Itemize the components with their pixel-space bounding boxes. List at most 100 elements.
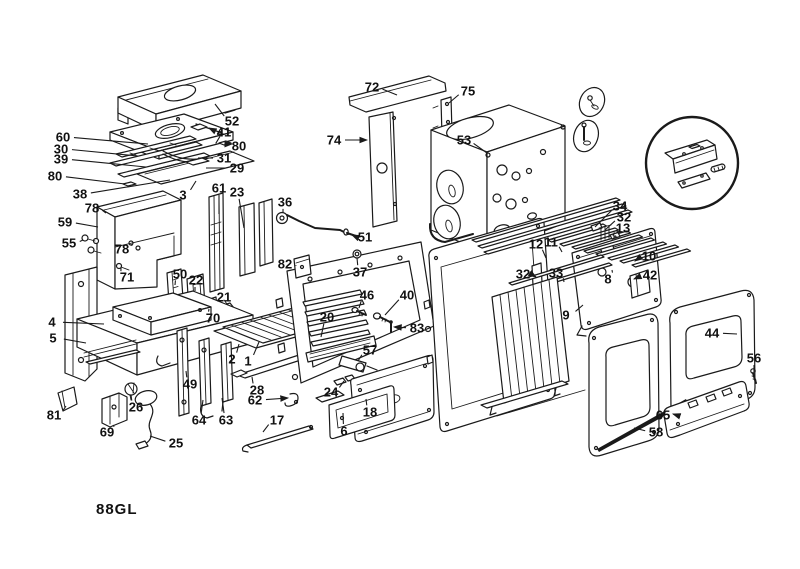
leader-line-83 <box>392 324 407 331</box>
leader-line-37 <box>356 257 359 266</box>
part-label-26: 26 <box>129 400 143 415</box>
leader-line-42 <box>632 272 643 280</box>
leader-line-52 <box>214 103 225 117</box>
part-label-55: 55 <box>62 236 76 251</box>
leader-line-44 <box>722 332 738 335</box>
thermocouple-cable-part <box>134 390 158 450</box>
part-label-83: 83 <box>410 321 424 336</box>
part-label-78: 78 <box>85 201 99 216</box>
part-label-18: 18 <box>363 405 377 420</box>
leader-line-39 <box>71 159 147 168</box>
leader-line-60 <box>73 137 149 145</box>
part-label-52: 52 <box>225 114 239 129</box>
part-label-20: 20 <box>320 310 334 325</box>
side-straps-part <box>176 327 234 419</box>
leader-line-75 <box>448 94 460 104</box>
part-label-10: 10 <box>642 249 656 264</box>
part-label-82: 82 <box>278 257 292 272</box>
part-label-42: 42 <box>643 268 657 283</box>
part-label-50: 50 <box>173 267 187 282</box>
part-label-81: 81 <box>47 408 61 423</box>
pilot-tube-part <box>275 211 349 235</box>
part-label-2: 2 <box>228 352 235 367</box>
leader-line-80 <box>65 176 126 185</box>
leader-line-81 <box>62 405 67 412</box>
part-label-64: 64 <box>192 413 207 428</box>
leader-line-63 <box>221 397 225 414</box>
leader-line-26 <box>130 394 133 401</box>
ash-door-parts <box>328 354 435 443</box>
leader-line-25 <box>149 435 166 442</box>
leader-line-9 <box>575 304 584 312</box>
leader-line-1 <box>253 341 260 356</box>
leader-line-13 <box>612 232 615 237</box>
leader-line-51 <box>350 234 361 242</box>
leader-line-20 <box>320 323 325 338</box>
part-label-1: 1 <box>244 354 251 369</box>
leader-line-34 <box>594 210 612 228</box>
part-label-78: 78 <box>115 242 129 257</box>
leader-line-28 <box>251 376 254 384</box>
leader-line-78 <box>102 209 107 214</box>
burner-rails-part <box>109 135 212 178</box>
part-label-57: 57 <box>363 343 377 358</box>
leader-line-33 <box>562 278 565 283</box>
part-label-51: 51 <box>358 230 372 245</box>
part-label-44: 44 <box>705 326 720 341</box>
leader-line-41 <box>208 127 218 135</box>
leader-line-21 <box>226 303 229 306</box>
leader-line-12 <box>541 249 547 259</box>
part-label-24: 24 <box>324 385 339 400</box>
leader-line-49 <box>185 370 188 378</box>
part-label-36: 36 <box>278 195 292 210</box>
base-tray-part <box>136 150 255 185</box>
part-label-63: 63 <box>219 413 233 428</box>
leader-line-11 <box>558 246 563 253</box>
part-label-60: 60 <box>56 130 70 145</box>
leader-line-23 <box>238 198 245 229</box>
model-label: 88GL <box>96 501 138 518</box>
part-label-12: 12 <box>529 237 543 252</box>
part-label-9: 9 <box>562 308 569 323</box>
detail-circle-inset <box>644 115 740 211</box>
part-label-46: 46 <box>360 288 374 303</box>
inner-door-part <box>588 313 660 457</box>
barred-grate-part <box>480 254 613 417</box>
leader-line-38 <box>90 179 171 194</box>
part-label-74: 74 <box>327 133 342 148</box>
part-label-13: 13 <box>616 221 630 236</box>
leader-line-55 <box>79 239 84 243</box>
part-label-31: 31 <box>217 151 231 166</box>
part-label-41: 41 <box>217 125 231 140</box>
drawer-bracket-part <box>101 392 128 428</box>
bottom-trim-part <box>663 380 750 439</box>
part-label-32: 32 <box>516 267 530 282</box>
leader-line-57 <box>357 354 363 362</box>
part-label-21: 21 <box>217 290 231 305</box>
leader-line-17 <box>262 424 270 433</box>
leader-line-53 <box>473 142 488 154</box>
part-label-61: 61 <box>212 181 226 196</box>
part-label-8: 8 <box>604 272 611 287</box>
hinge-pin-part <box>284 390 345 407</box>
part-label-70: 70 <box>206 311 220 326</box>
burner-plates-part <box>302 289 377 363</box>
part-label-32: 32 <box>617 210 631 225</box>
corner-wedge-part <box>57 386 78 412</box>
part-label-25: 25 <box>169 436 183 451</box>
part-label-65: 65 <box>656 408 670 423</box>
leader-line-46 <box>358 300 362 309</box>
part-label-3: 3 <box>179 188 186 203</box>
part-label-69: 69 <box>100 425 114 440</box>
fin-clips-part <box>590 222 621 241</box>
part-label-38: 38 <box>73 187 87 202</box>
part-label-23: 23 <box>230 185 244 200</box>
part-label-30: 30 <box>54 142 68 157</box>
leader-line-4 <box>62 321 105 325</box>
leader-line-5 <box>63 338 87 344</box>
back-panel-part <box>368 111 398 228</box>
support-rails-part <box>471 197 633 255</box>
side-columns-part <box>208 192 274 293</box>
part-label-80: 80 <box>48 169 62 184</box>
